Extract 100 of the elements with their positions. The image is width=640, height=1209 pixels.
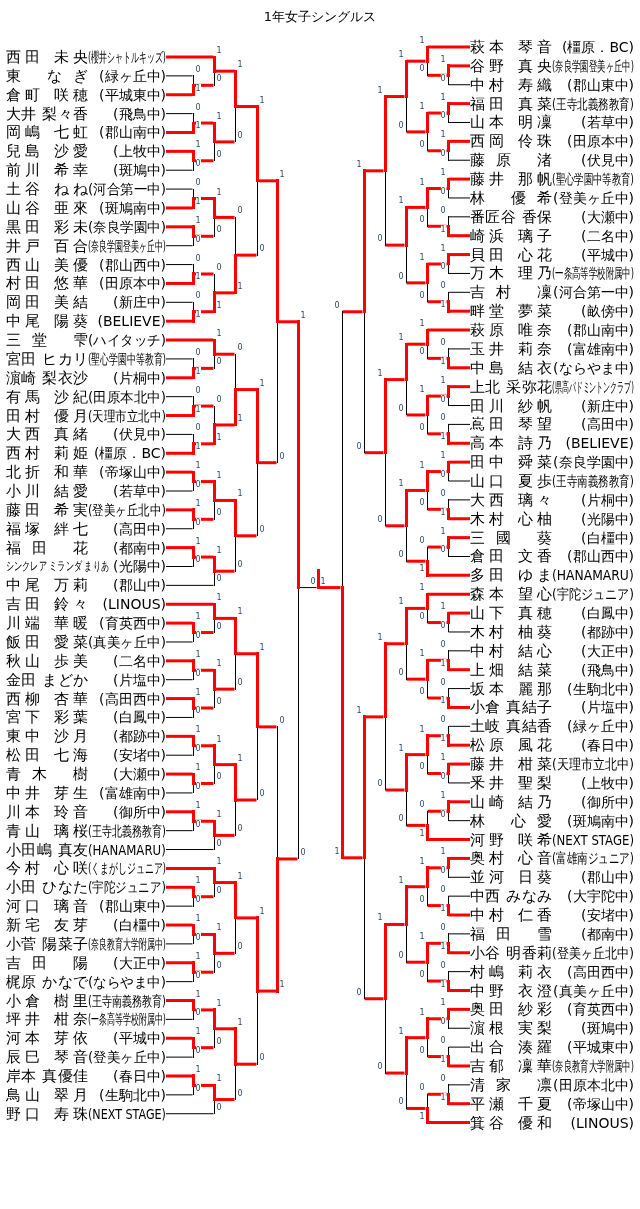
edge-label: 1 xyxy=(398,333,404,343)
bracket-line xyxy=(427,328,470,332)
edge-label: 0 xyxy=(195,932,201,942)
bracket-bar xyxy=(446,385,450,407)
bracket-line xyxy=(165,641,193,643)
edge-label: 1 xyxy=(216,734,222,744)
bracket-bar xyxy=(212,197,216,238)
edge-label: 1 xyxy=(195,951,201,961)
player-name: 西田 未央 xyxy=(6,48,88,66)
school-name: (ハイタッチ) xyxy=(88,331,166,350)
edge-label: 0 xyxy=(398,951,404,961)
edge-label: 1 xyxy=(216,857,222,867)
school-name: (斑鳩中) xyxy=(113,161,166,180)
school-name: (ならやま中) xyxy=(88,972,166,991)
bracket-line xyxy=(194,819,214,823)
bracket-line xyxy=(406,753,426,757)
bracket-bar xyxy=(191,697,195,719)
player-name: 東 なぎ xyxy=(6,66,88,85)
player-name: 中野 衣澄 xyxy=(470,981,552,1000)
bracket-line xyxy=(194,744,214,748)
edge-label: 0 xyxy=(440,677,446,687)
player-name: 木村 柚葵 xyxy=(470,622,552,641)
edge-label: 0 xyxy=(440,1073,446,1083)
player-name: 土谷 ねね xyxy=(6,180,88,199)
bracket-line xyxy=(194,706,214,710)
player-name: 吉田 鈴々 xyxy=(6,595,88,614)
school-name: (富雄南ジュニア) xyxy=(552,849,634,868)
player-name: 河口 璃音 xyxy=(6,897,88,916)
bracket-line xyxy=(427,111,447,115)
school-name: (NEXT STAGE) xyxy=(88,1104,166,1123)
player-name: 坪井 柑奈 xyxy=(6,1010,88,1029)
edge-label: 0 xyxy=(419,800,425,810)
bracket-bar xyxy=(446,1083,450,1106)
edge-label: 0 xyxy=(259,789,265,798)
edge-label: 1 xyxy=(237,281,243,291)
bracket-bar xyxy=(383,922,387,1075)
bracket-line xyxy=(166,376,193,380)
edge-label: 1 xyxy=(216,46,222,55)
bracket-line xyxy=(215,881,235,885)
edge-label: 0 xyxy=(440,186,446,196)
edge-label: 1 xyxy=(377,85,383,95)
school-name: (大瀬中) xyxy=(113,765,166,784)
edge-label: 0 xyxy=(300,847,306,857)
bracket-line xyxy=(166,885,193,889)
edge-label: 0 xyxy=(440,73,446,83)
school-name: (春日中) xyxy=(113,1066,166,1085)
bracket-line xyxy=(165,830,193,832)
school-name: (一条高等学校附属中) xyxy=(552,264,634,283)
bracket-line xyxy=(406,1106,426,1110)
bracket-line xyxy=(215,215,235,219)
bracket-bar xyxy=(233,215,237,295)
bracket-bar xyxy=(255,916,259,1066)
bracket-line xyxy=(448,405,471,407)
edge-label: 1 xyxy=(419,102,425,112)
bracket-bar xyxy=(404,1036,408,1110)
bracket-line xyxy=(448,800,470,804)
school-name: (飛鳥中) xyxy=(113,104,166,123)
school-name: (王寺南義務教育) xyxy=(88,991,166,1010)
bracket-line xyxy=(448,688,471,690)
edge-label: 1 xyxy=(398,50,404,60)
player-name: 山口 夏歩 xyxy=(470,472,552,490)
bracket-bar xyxy=(446,536,450,558)
bracket-line xyxy=(236,916,257,920)
edge-label: 0 xyxy=(216,621,222,631)
edge-label: 1 xyxy=(334,846,340,856)
edge-label: 0 xyxy=(440,885,446,895)
bracket-line xyxy=(166,281,193,285)
edge-label: 1 xyxy=(398,597,404,607)
edge-label: 1 xyxy=(195,404,201,414)
edge-label: 0 xyxy=(195,423,201,433)
edge-label: 1 xyxy=(195,763,201,773)
school-name: (御所中) xyxy=(581,792,634,811)
edge-label: 1 xyxy=(377,632,383,642)
bracket-line xyxy=(385,642,405,646)
bracket-line xyxy=(427,904,447,908)
school-name: (帝塚山中) xyxy=(99,463,166,482)
player-name: 林 心愛 xyxy=(470,811,552,830)
edge-label: 0 xyxy=(440,337,446,347)
school-name: (都南中) xyxy=(581,924,634,943)
edge-label: 1 xyxy=(216,1074,222,1084)
edge-label: 0 xyxy=(440,1017,446,1027)
bracket-line xyxy=(166,319,193,323)
bracket-bar xyxy=(212,602,216,634)
school-name: (高田西中) xyxy=(567,962,634,981)
bracket-line xyxy=(448,820,471,822)
school-name: (郡山西中) xyxy=(567,547,634,566)
school-name: (高田中) xyxy=(581,415,634,434)
edge-label: 0 xyxy=(195,819,201,829)
school-name: (片桐中) xyxy=(113,368,166,387)
school-name: (BELIEVE) xyxy=(97,312,166,331)
bracket-bar xyxy=(191,187,195,210)
edge-label: 0 xyxy=(440,413,446,423)
bracket-title: 1年女子シングルス xyxy=(263,9,377,25)
bracket-line xyxy=(448,291,471,293)
bracket-bar xyxy=(212,404,216,446)
player-name: 新宅 友芽 xyxy=(6,916,88,934)
school-name: (斑鳩南中) xyxy=(99,198,166,217)
edge-label: 0 xyxy=(195,159,201,169)
edge-label: 0 xyxy=(216,1102,222,1112)
school-name: (郡山南中) xyxy=(99,123,166,142)
